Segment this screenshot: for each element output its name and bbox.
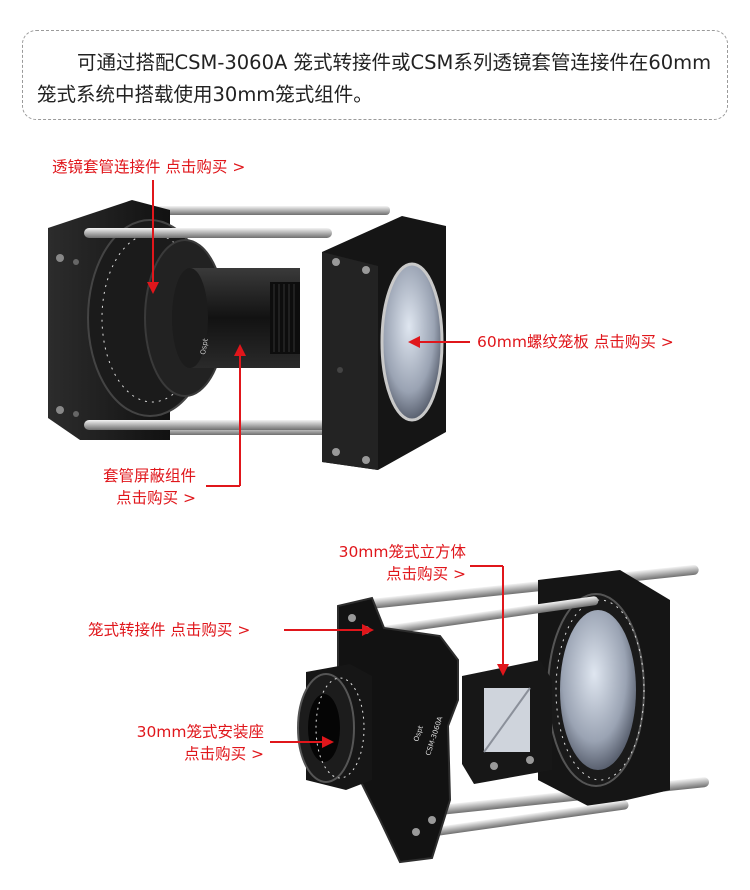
cage-rod: [400, 800, 629, 841]
cage-rod: [150, 206, 390, 215]
intro-note-box: 可通过搭配CSM-3060A 笼式转接件或CSM系列透镜套管连接件在60mm笼式…: [22, 30, 728, 120]
cage-mount-label-line1: 30mm笼式安装座: [136, 723, 264, 741]
tube-shield-label-line1: 套管屏蔽组件: [102, 467, 196, 485]
lens-tube-connector-buy-link[interactable]: 透镜套管连接件 点击购买 >: [52, 158, 246, 176]
cage-mount-buy-link[interactable]: 30mm笼式安装座 点击购买 >: [110, 721, 264, 765]
cage-cube-buy-link[interactable]: 30mm笼式立方体 点击购买 >: [300, 541, 466, 585]
cage-rod: [340, 596, 599, 641]
tube-shield-buy-link[interactable]: 套管屏蔽组件 点击购买 >: [86, 465, 196, 509]
rear-lens: [560, 610, 636, 770]
cage-cube-label-line2: 点击购买 >: [386, 565, 466, 583]
mount-aperture: [308, 694, 340, 762]
figure-1-callouts: [147, 180, 470, 487]
tube-shield-label-line2: 点击购买 >: [116, 489, 196, 507]
tube-imprint-brand: Ospt: [199, 338, 210, 356]
cage-adapter-buy-link[interactable]: 笼式转接件 点击购买 >: [88, 621, 251, 639]
cage-mount-label-line2: 点击购买 >: [184, 745, 264, 763]
cage-cube-label-line1: 30mm笼式立方体: [338, 543, 466, 561]
intro-text: 可通过搭配CSM-3060A 笼式转接件或CSM系列透镜套管连接件在60mm笼式…: [37, 51, 712, 106]
figure-1-cage-assembly: Ospt: [48, 200, 446, 470]
cage-rod: [84, 420, 332, 430]
figure-2-callouts: [270, 565, 509, 748]
cage-rod: [84, 228, 332, 238]
threaded-cage-plate-buy-link[interactable]: 60mm螺纹笼板 点击购买 >: [477, 333, 674, 351]
figure-2-adapter-assembly: Ospt CSM-3060A: [297, 564, 710, 864]
